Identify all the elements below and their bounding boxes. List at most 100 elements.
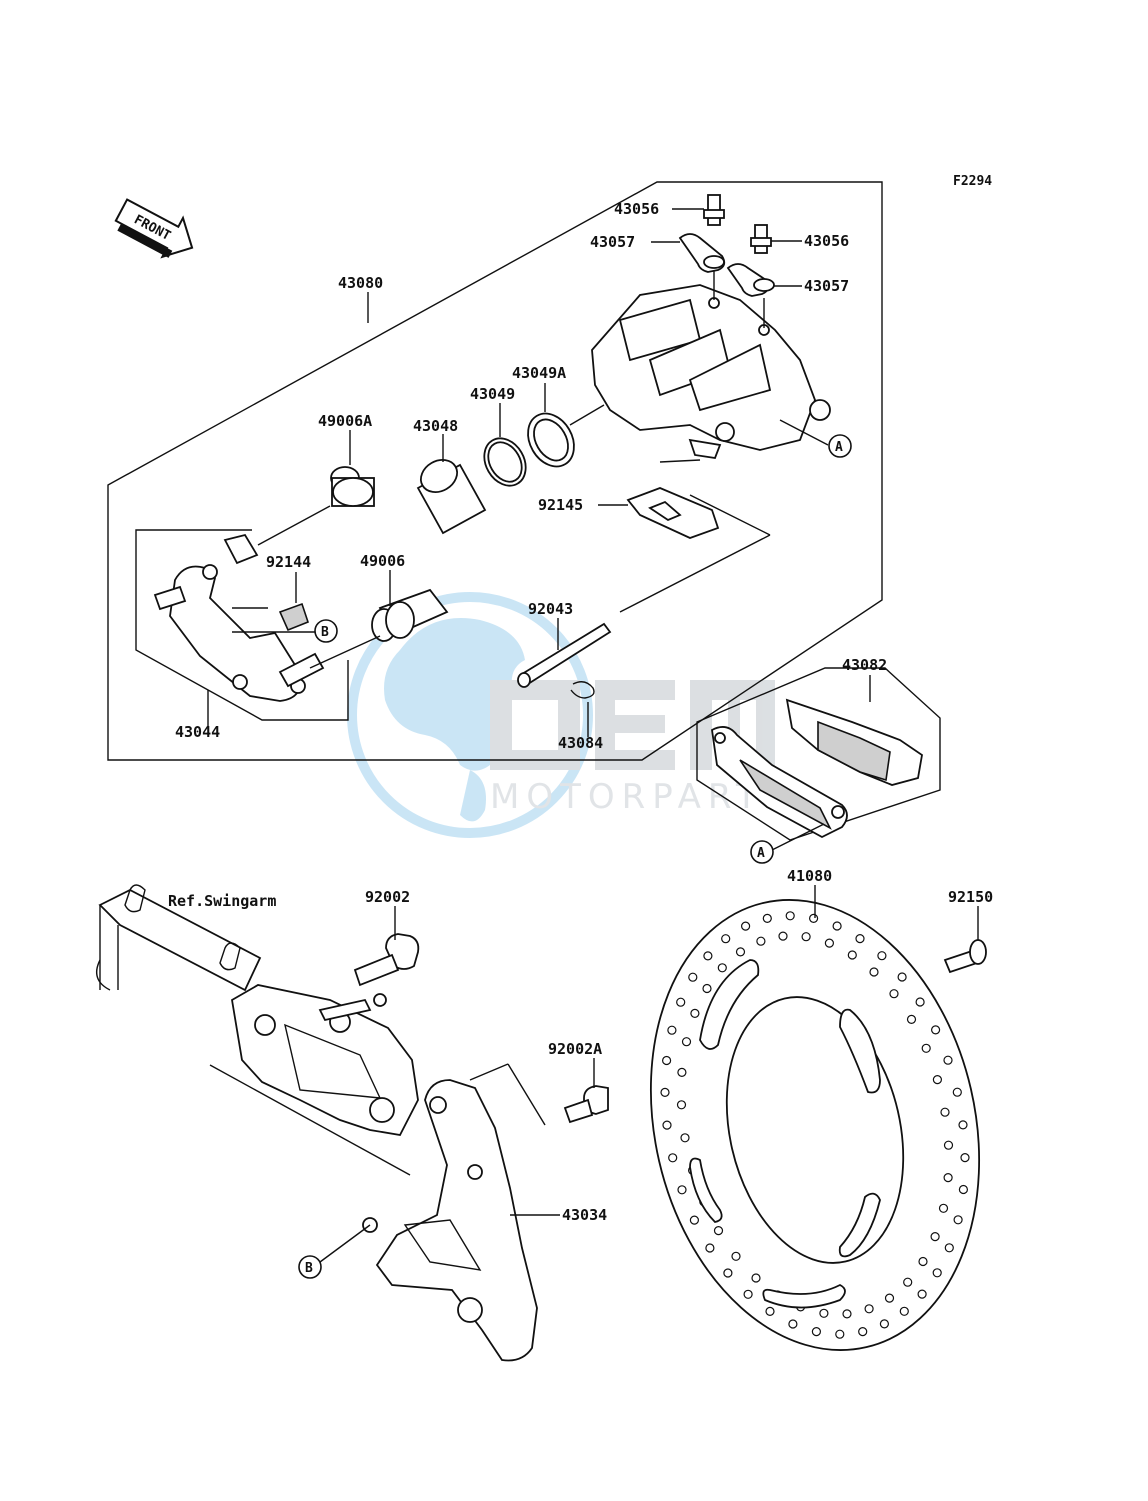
label-43084: 43084 (558, 734, 603, 752)
disc-vent-holes (660, 911, 970, 1339)
caliper-assembly-outline (107, 181, 883, 761)
brake-pad-front (711, 726, 848, 839)
label-92002: 92002 (365, 888, 410, 906)
disc-hole (953, 1215, 963, 1225)
disc-hole (743, 1289, 753, 1299)
label-92002A: 92002A (548, 1040, 602, 1058)
disc-hole (681, 1037, 692, 1047)
disc-hole (740, 921, 751, 931)
label-41080: 41080 (787, 867, 832, 885)
disc-hole (938, 1203, 949, 1213)
disc-hole (943, 1140, 954, 1150)
disc-hole (879, 1319, 890, 1329)
boot-49006 (371, 588, 449, 642)
disc-hole (688, 972, 698, 982)
label-43080: 43080 (338, 274, 383, 292)
label-43049: 43049 (470, 385, 515, 403)
disc-hole (869, 967, 879, 977)
disc-hole (667, 1025, 677, 1035)
label-49006A: 49006A (318, 412, 372, 430)
disc-hole (952, 1087, 962, 1097)
disc-hole (835, 1329, 845, 1339)
disc-hole (751, 1273, 761, 1283)
pad-spring-92145 (626, 487, 720, 539)
label-43056-a: 43056 (614, 200, 659, 218)
disc-hole (731, 1251, 741, 1261)
disc-hole (723, 1268, 733, 1278)
disc-hole (690, 1008, 700, 1019)
disc-hole (940, 1107, 950, 1117)
disc-hole (765, 1306, 775, 1317)
disc-hole (788, 1319, 798, 1329)
disc-hole (858, 1326, 868, 1337)
disc-hole (713, 1225, 724, 1236)
disc-hole (958, 1184, 969, 1195)
watermark-brand (490, 680, 775, 770)
disc-hole (930, 1025, 941, 1035)
disc-hole (735, 947, 746, 957)
disc-bolt-92150 (943, 939, 987, 974)
disc-hole (944, 1243, 954, 1253)
disc-hole (668, 1153, 678, 1163)
disc-hole (930, 1231, 940, 1242)
label-43034: 43034 (562, 1206, 607, 1224)
disc-hole (662, 1120, 672, 1130)
boot-49006A (330, 466, 375, 507)
disc-hole (703, 951, 713, 961)
watermark-text: MOTORPARTS (490, 777, 792, 817)
front-arrow-icon: FRONT (114, 198, 194, 259)
disc-hole (906, 1014, 917, 1025)
label-43057-b: 43057 (804, 277, 849, 295)
piston-seal-43049A (527, 412, 575, 468)
disc-hole (660, 1087, 670, 1098)
piston-seal-43049 (483, 437, 527, 487)
svg-text:A: A (835, 440, 843, 455)
svg-text:A: A (757, 846, 765, 861)
label-92043: 92043 (528, 600, 573, 618)
callout-b-link: B (298, 1255, 322, 1279)
disc-hole (661, 1055, 672, 1066)
piston-43048 (416, 459, 487, 535)
disc-hole (677, 1185, 687, 1195)
disc-hole (897, 972, 907, 982)
diagram-code: F2294 (953, 174, 992, 189)
disc-hole (943, 1055, 953, 1065)
bolt-92002 (353, 933, 420, 987)
label-43056-b: 43056 (804, 232, 849, 250)
label-43082: 43082 (842, 656, 887, 674)
brake-pad-kit-outline (696, 667, 941, 841)
caliper-bracket-43044 (153, 533, 325, 702)
disc-hole (808, 913, 819, 924)
disc-hole (801, 932, 811, 942)
disc-hole (824, 938, 835, 948)
disc-hole (918, 1256, 928, 1267)
disc-hole (689, 1215, 700, 1225)
disc-hole (899, 1306, 909, 1316)
caliper-body (591, 284, 831, 459)
label-92145: 92145 (538, 496, 583, 514)
disc-hole (819, 1308, 829, 1318)
disc-hole (676, 997, 686, 1007)
disc-hole (958, 1120, 968, 1130)
watermark: MOTORPARTS (347, 592, 792, 838)
callout-a-caliper: A (828, 434, 852, 458)
label-43044: 43044 (175, 723, 220, 741)
disc-hole (705, 1243, 715, 1253)
disc-hole (877, 951, 887, 961)
bleeder-valve-right (750, 224, 772, 254)
disc-hole (778, 931, 788, 941)
disc-hole (915, 997, 925, 1007)
disc-hole (832, 921, 842, 931)
disc-hole (943, 1172, 953, 1183)
label-43048: 43048 (413, 417, 458, 435)
callout-b-bracket: B (314, 619, 338, 643)
disc-hole (917, 1289, 927, 1299)
pad-pin-92043 (517, 622, 612, 688)
disc-hole (785, 911, 795, 921)
swingarm-reference (96, 884, 262, 992)
pin-clip-43084 (570, 681, 595, 699)
bracket-group-outline (135, 529, 349, 721)
disc-hole (884, 1293, 895, 1303)
disc-hole (676, 1100, 687, 1110)
label-49006: 49006 (360, 552, 405, 570)
